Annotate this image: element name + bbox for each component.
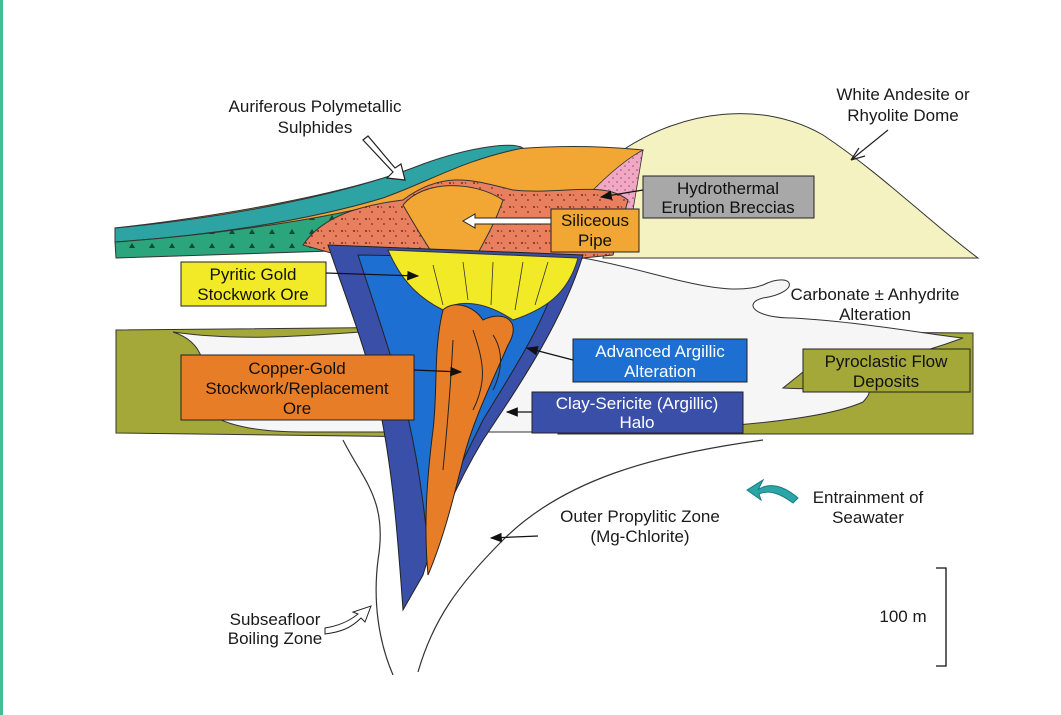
stockwork-veins [432, 261, 549, 311]
subseafloor-arrow [324, 605, 372, 635]
outer-propylitic-label-line1: Outer Propylitic Zone [560, 507, 720, 526]
entrainment-label-line2: Seawater [832, 508, 904, 527]
copper-gold-arrow [413, 366, 463, 377]
copper-gold-box [180, 354, 415, 421]
auriferous-label-line2: Sulphides [278, 118, 353, 137]
outer-propylitic-label-line2: (Mg-Chlorite) [590, 527, 689, 546]
pyroclastic-label-line1: Pyroclastic Flow [825, 352, 949, 371]
scale-label: 100 m [879, 607, 926, 626]
siliceous-box [550, 208, 640, 253]
hydrothermal-label-line2: Eruption Breccias [661, 198, 794, 217]
copper-veins [442, 329, 501, 471]
auriferous-arrow [362, 135, 406, 181]
clay-sericite-label-line2: Halo [620, 413, 655, 432]
vms-deposit-diagram: Auriferous Polymetallic Sulphides White … [114, 85, 980, 676]
clay-sericite-box [531, 391, 744, 434]
white-dome-label-line1: White Andesite or [836, 85, 970, 104]
hydrothermal-arrow [599, 189, 644, 200]
copper-gold-label-line3: Ore [283, 399, 311, 418]
entrainment-label-line1: Entrainment of [813, 488, 924, 507]
pyritic-arrow [325, 270, 420, 281]
carbonate-label-line2: Alteration [839, 305, 911, 324]
siliceous-label-line1: Siliceous [561, 211, 629, 230]
auriferous-label-line1: Auriferous Polymetallic [229, 97, 402, 116]
subseafloor-label-line1: Subseafloor [230, 610, 321, 629]
siliceous-label-line2: Pipe [578, 231, 612, 250]
pyritic-label-line2: Stockwork Ore [197, 285, 308, 304]
seafloor-teal-layer [114, 144, 525, 243]
entrainment-arrow [746, 478, 799, 504]
white-dome-label-line2: Rhyolite Dome [847, 106, 959, 125]
pyroclastic-box [802, 348, 971, 393]
pyroclastic-label-line2: Deposits [853, 372, 919, 391]
advanced-argillic-label-line1: Advanced Argillic [595, 342, 725, 361]
advanced-argillic-arrow [525, 346, 574, 361]
clay-sericite-label-line1: Clay-Sericite (Argillic) [556, 394, 718, 413]
copper-gold-label-line1: Copper-Gold [248, 359, 345, 378]
siliceous-arrow [462, 213, 552, 229]
pyritic-stockwork [387, 249, 579, 321]
white-dome-arrow [850, 129, 889, 161]
outer-propylitic-arrow [489, 532, 539, 543]
copper-gold-label-line2: Stockwork/Replacement [205, 379, 389, 398]
propylitic-boundary-left [342, 439, 394, 676]
hydrothermal-label-line1: Hydrothermal [677, 179, 779, 198]
copper-gold-stockwork [425, 304, 514, 576]
hydrothermal-box [642, 175, 815, 219]
pyritic-box [180, 261, 327, 307]
advanced-argillic-label-line2: Alteration [624, 362, 696, 381]
pyritic-label-line1: Pyritic Gold [210, 265, 297, 284]
carbonate-label-line1: Carbonate ± Anhydrite [790, 285, 959, 304]
propylitic-boundary-right [417, 439, 764, 673]
scale-bar [936, 567, 947, 667]
advanced-argillic-box [572, 338, 748, 383]
subseafloor-label-line2: Boiling Zone [228, 629, 323, 648]
